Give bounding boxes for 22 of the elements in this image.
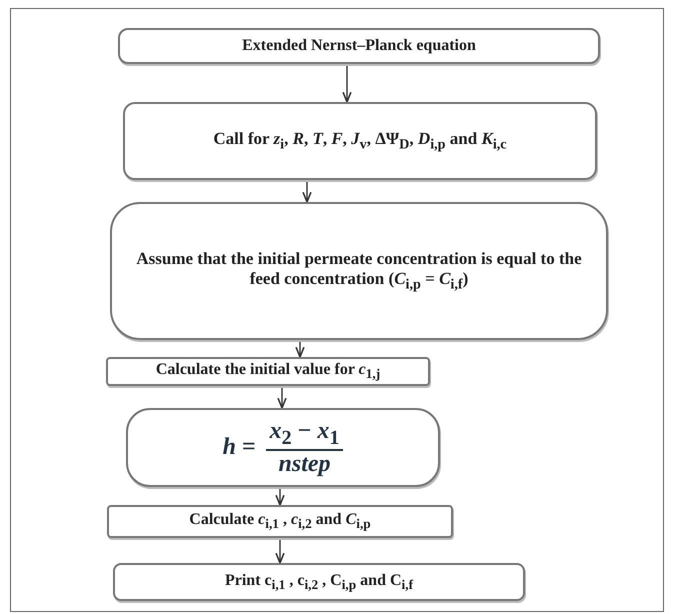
process-box — [126, 408, 440, 487]
process-box — [113, 563, 525, 601]
formula-lhs: h = — [222, 434, 256, 461]
step-text: Assume that the initial permeate concentration is equal to the feed concentration (C$_{i,p}$ = C$_{i,f}$) — [135, 248, 583, 294]
process-box — [118, 28, 600, 64]
step-text: Calculate the initial value for c$_{1,j}$ — [154, 360, 382, 383]
step-text: Calculate c$_{i,1}$ , c$_{i,2}$ and C$_{i,p}$ — [188, 510, 372, 533]
process-box — [106, 357, 430, 386]
formula-denominator: nstep — [278, 450, 331, 478]
arrow — [275, 538, 285, 564]
process-box — [107, 505, 453, 538]
arrow — [275, 487, 285, 506]
arrow — [277, 386, 287, 409]
arrow — [342, 64, 352, 103]
arrow — [295, 340, 305, 358]
formula-numerator: x$_{2}$ − x$_{1}$ — [266, 418, 344, 451]
step-text: Extended Nernst–Planck equation — [241, 36, 477, 56]
process-box — [123, 102, 597, 180]
arrow — [302, 180, 312, 203]
step-text: Print c$_{i,1}$ , c$_{i,2}$ , C$_{i,p}$ and C$_{i,f}$ — [224, 570, 414, 594]
step-text: Call for z$_{i}$, R, T, F, J$_{v}$, ΔΨ$_{D}$, D$_{i,p}$ and K$_{i,c}$ — [212, 128, 508, 154]
process-box — [110, 202, 608, 340]
